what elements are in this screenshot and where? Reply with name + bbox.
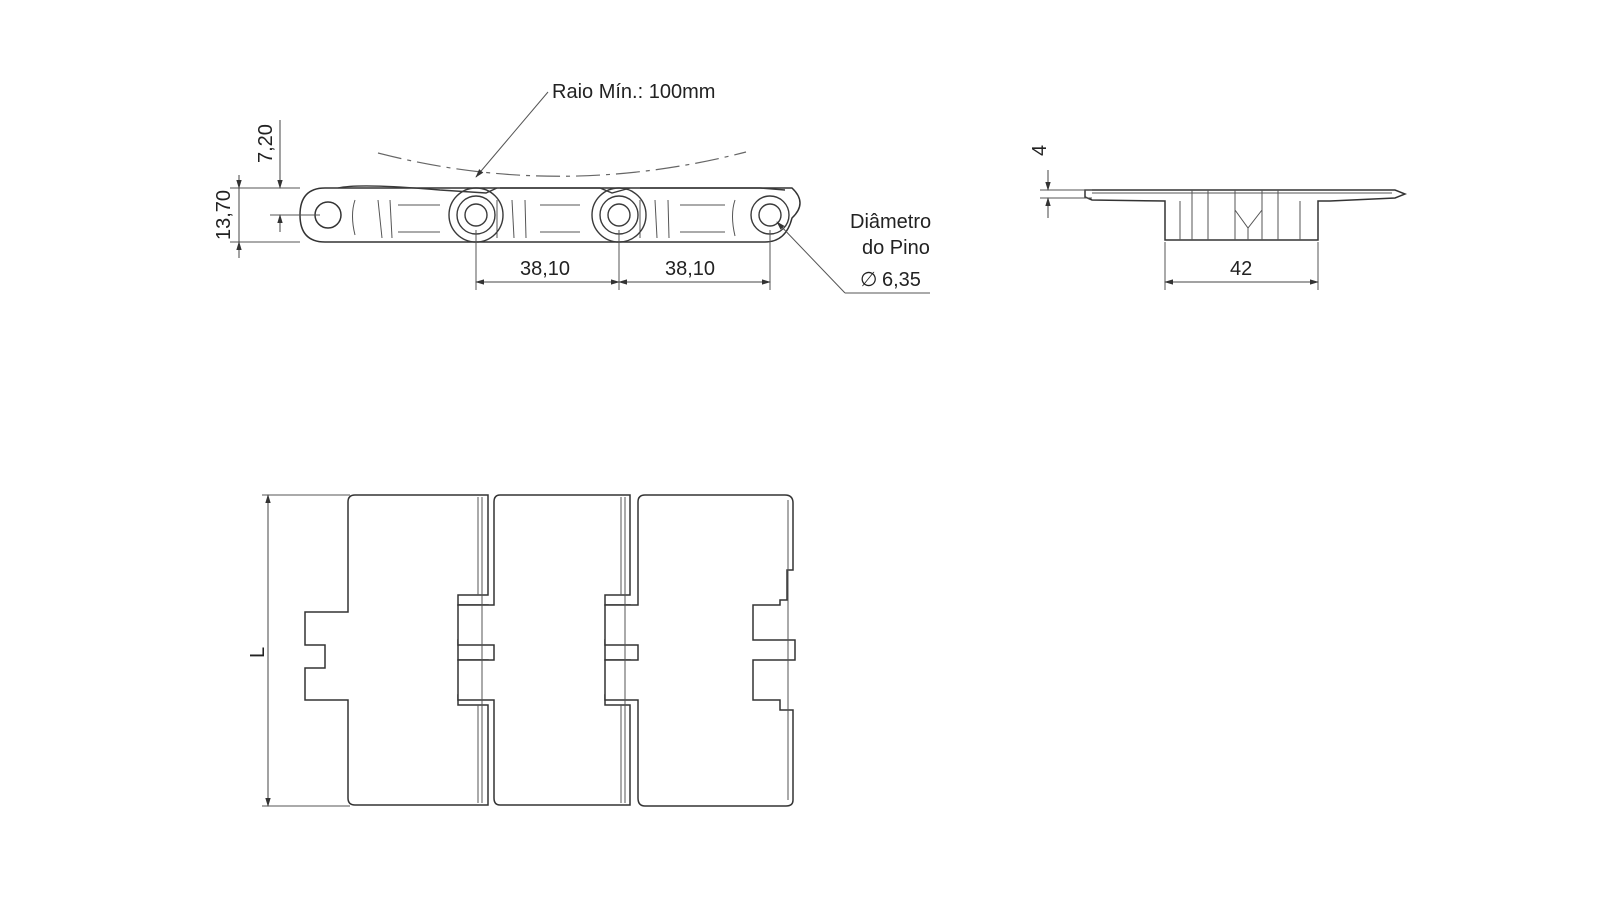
minimum-radius-arc (377, 151, 747, 177)
pitch-dimensions: 38,10 38,10 (475, 230, 771, 290)
height-dimensions: 13,70 7,20 (213, 120, 320, 258)
pin-diameter-callout: Diâmetro do Pino ∅ 6,35 (776, 211, 931, 294)
plate-2 (457, 494, 631, 806)
pin-label-line2: do Pino (862, 237, 930, 259)
plate-1 (304, 494, 489, 806)
radius-leader (475, 91, 549, 178)
thickness-label: 4 (1029, 145, 1051, 156)
pin-diameter-label: 6,35 (882, 269, 921, 291)
diameter-symbol: ∅ (860, 269, 877, 291)
pin-label-line1: Diâmetro (850, 211, 931, 233)
width-label: 42 (1230, 258, 1252, 280)
pin-hole-3 (758, 203, 782, 227)
end-view: 4 42 (1029, 145, 1408, 290)
height-upper-label: 7,20 (255, 124, 277, 163)
pitch-1-label: 38,10 (520, 258, 570, 280)
top-view: L (247, 494, 796, 807)
pin-hole-1 (464, 203, 488, 227)
chain-links (299, 185, 801, 243)
plate-3 (604, 494, 796, 807)
side-view: Raio Mín.: 100mm (213, 81, 931, 294)
pitch-2-label: 38,10 (665, 258, 715, 280)
length-label: L (247, 647, 269, 658)
radius-label: Raio Mín.: 100mm (552, 81, 715, 103)
pin-hole-2 (607, 203, 631, 227)
height-total-label: 13,70 (213, 190, 235, 240)
